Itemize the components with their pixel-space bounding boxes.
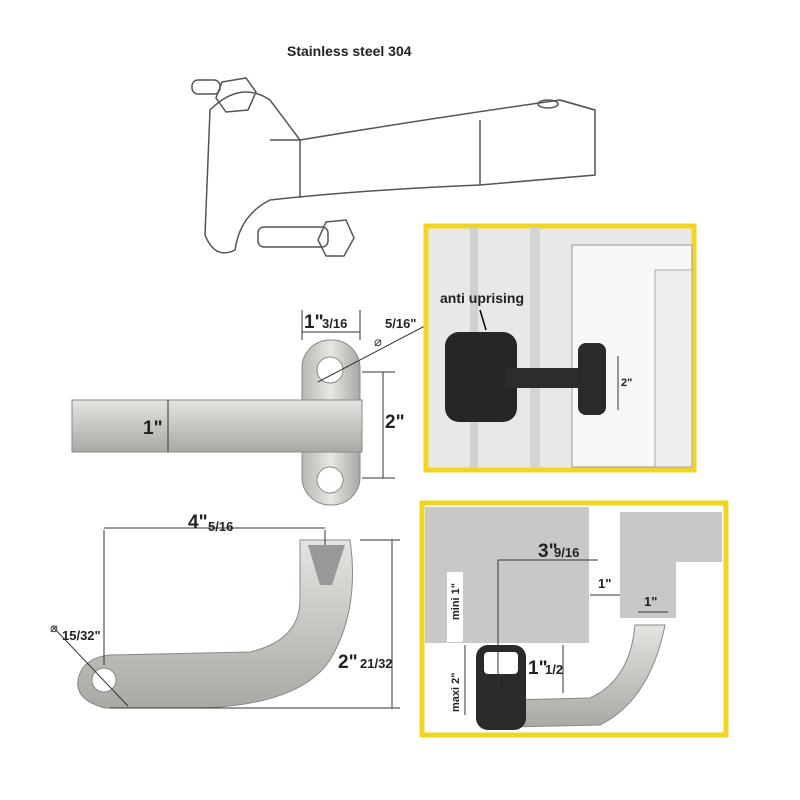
hole-diameter-label: 5/16" — [385, 316, 416, 331]
length-fraction: 5/16 — [208, 519, 233, 534]
installed-photo-panel — [423, 223, 697, 473]
min-clearance-label: mini 1" — [450, 583, 462, 620]
drop-fraction: 1/2 — [545, 662, 563, 677]
arrow-icon — [479, 309, 487, 331]
gap-label: 1" — [598, 576, 611, 591]
bolt-shaft-bottom — [257, 226, 329, 248]
material-title: Stainless steel 304 — [287, 43, 412, 59]
photo-height-label: 2" — [621, 377, 632, 389]
hole-spacing-whole: 1" — [304, 312, 324, 333]
installation-diagram-panel — [419, 500, 729, 738]
height-whole: 2" — [338, 652, 358, 673]
drop-whole: 1" — [528, 658, 548, 679]
bolt-head-bottom — [317, 219, 355, 257]
height-fraction: 21/32 — [360, 656, 393, 671]
side-view-drawing — [51, 527, 400, 709]
anti-uprising-callout: anti uprising — [440, 290, 524, 306]
plate-height-label: 2" — [385, 412, 405, 433]
side-hole-diameter: 15/32" — [62, 628, 101, 643]
offset-whole: 3" — [538, 541, 558, 562]
bar-height-label: 1" — [143, 418, 163, 439]
offset-fraction: 9/16 — [554, 545, 579, 560]
bolt-shaft-top — [191, 79, 221, 95]
front-view-drawing — [71, 310, 441, 506]
tip-width-label: 1" — [644, 594, 657, 609]
isometric-handle-drawing — [191, 77, 596, 257]
diameter-symbol-icon: ⌀ — [50, 620, 58, 635]
max-clearance-label: maxi 2" — [450, 673, 462, 712]
bolt-head-top — [215, 77, 257, 113]
length-whole: 4" — [188, 512, 208, 533]
hole-spacing-fraction: 3/16 — [322, 316, 347, 331]
diameter-symbol-icon: ⌀ — [374, 334, 382, 349]
